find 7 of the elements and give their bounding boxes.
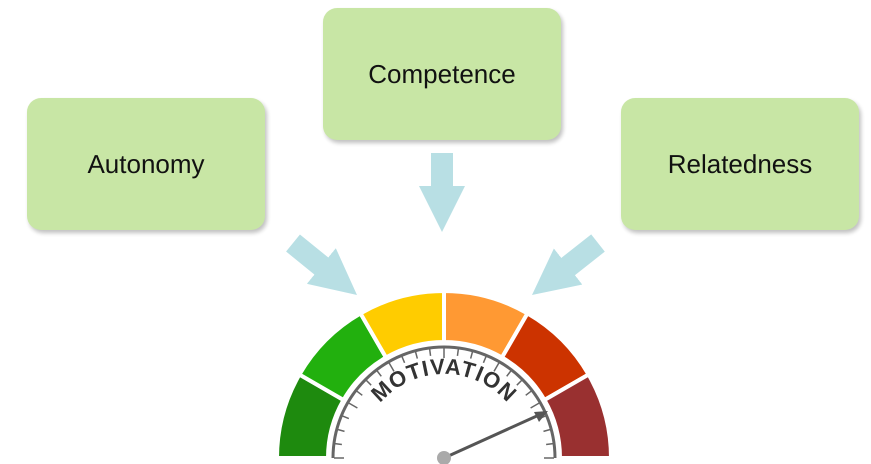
- concept-box: [323, 8, 561, 140]
- concept-box: [27, 98, 265, 230]
- block-arrow: [419, 153, 465, 232]
- concept-box: [621, 98, 859, 230]
- box-label: Autonomy: [87, 148, 205, 180]
- box-label: Relatedness: [668, 148, 812, 180]
- box-label: Competence: [368, 58, 516, 90]
